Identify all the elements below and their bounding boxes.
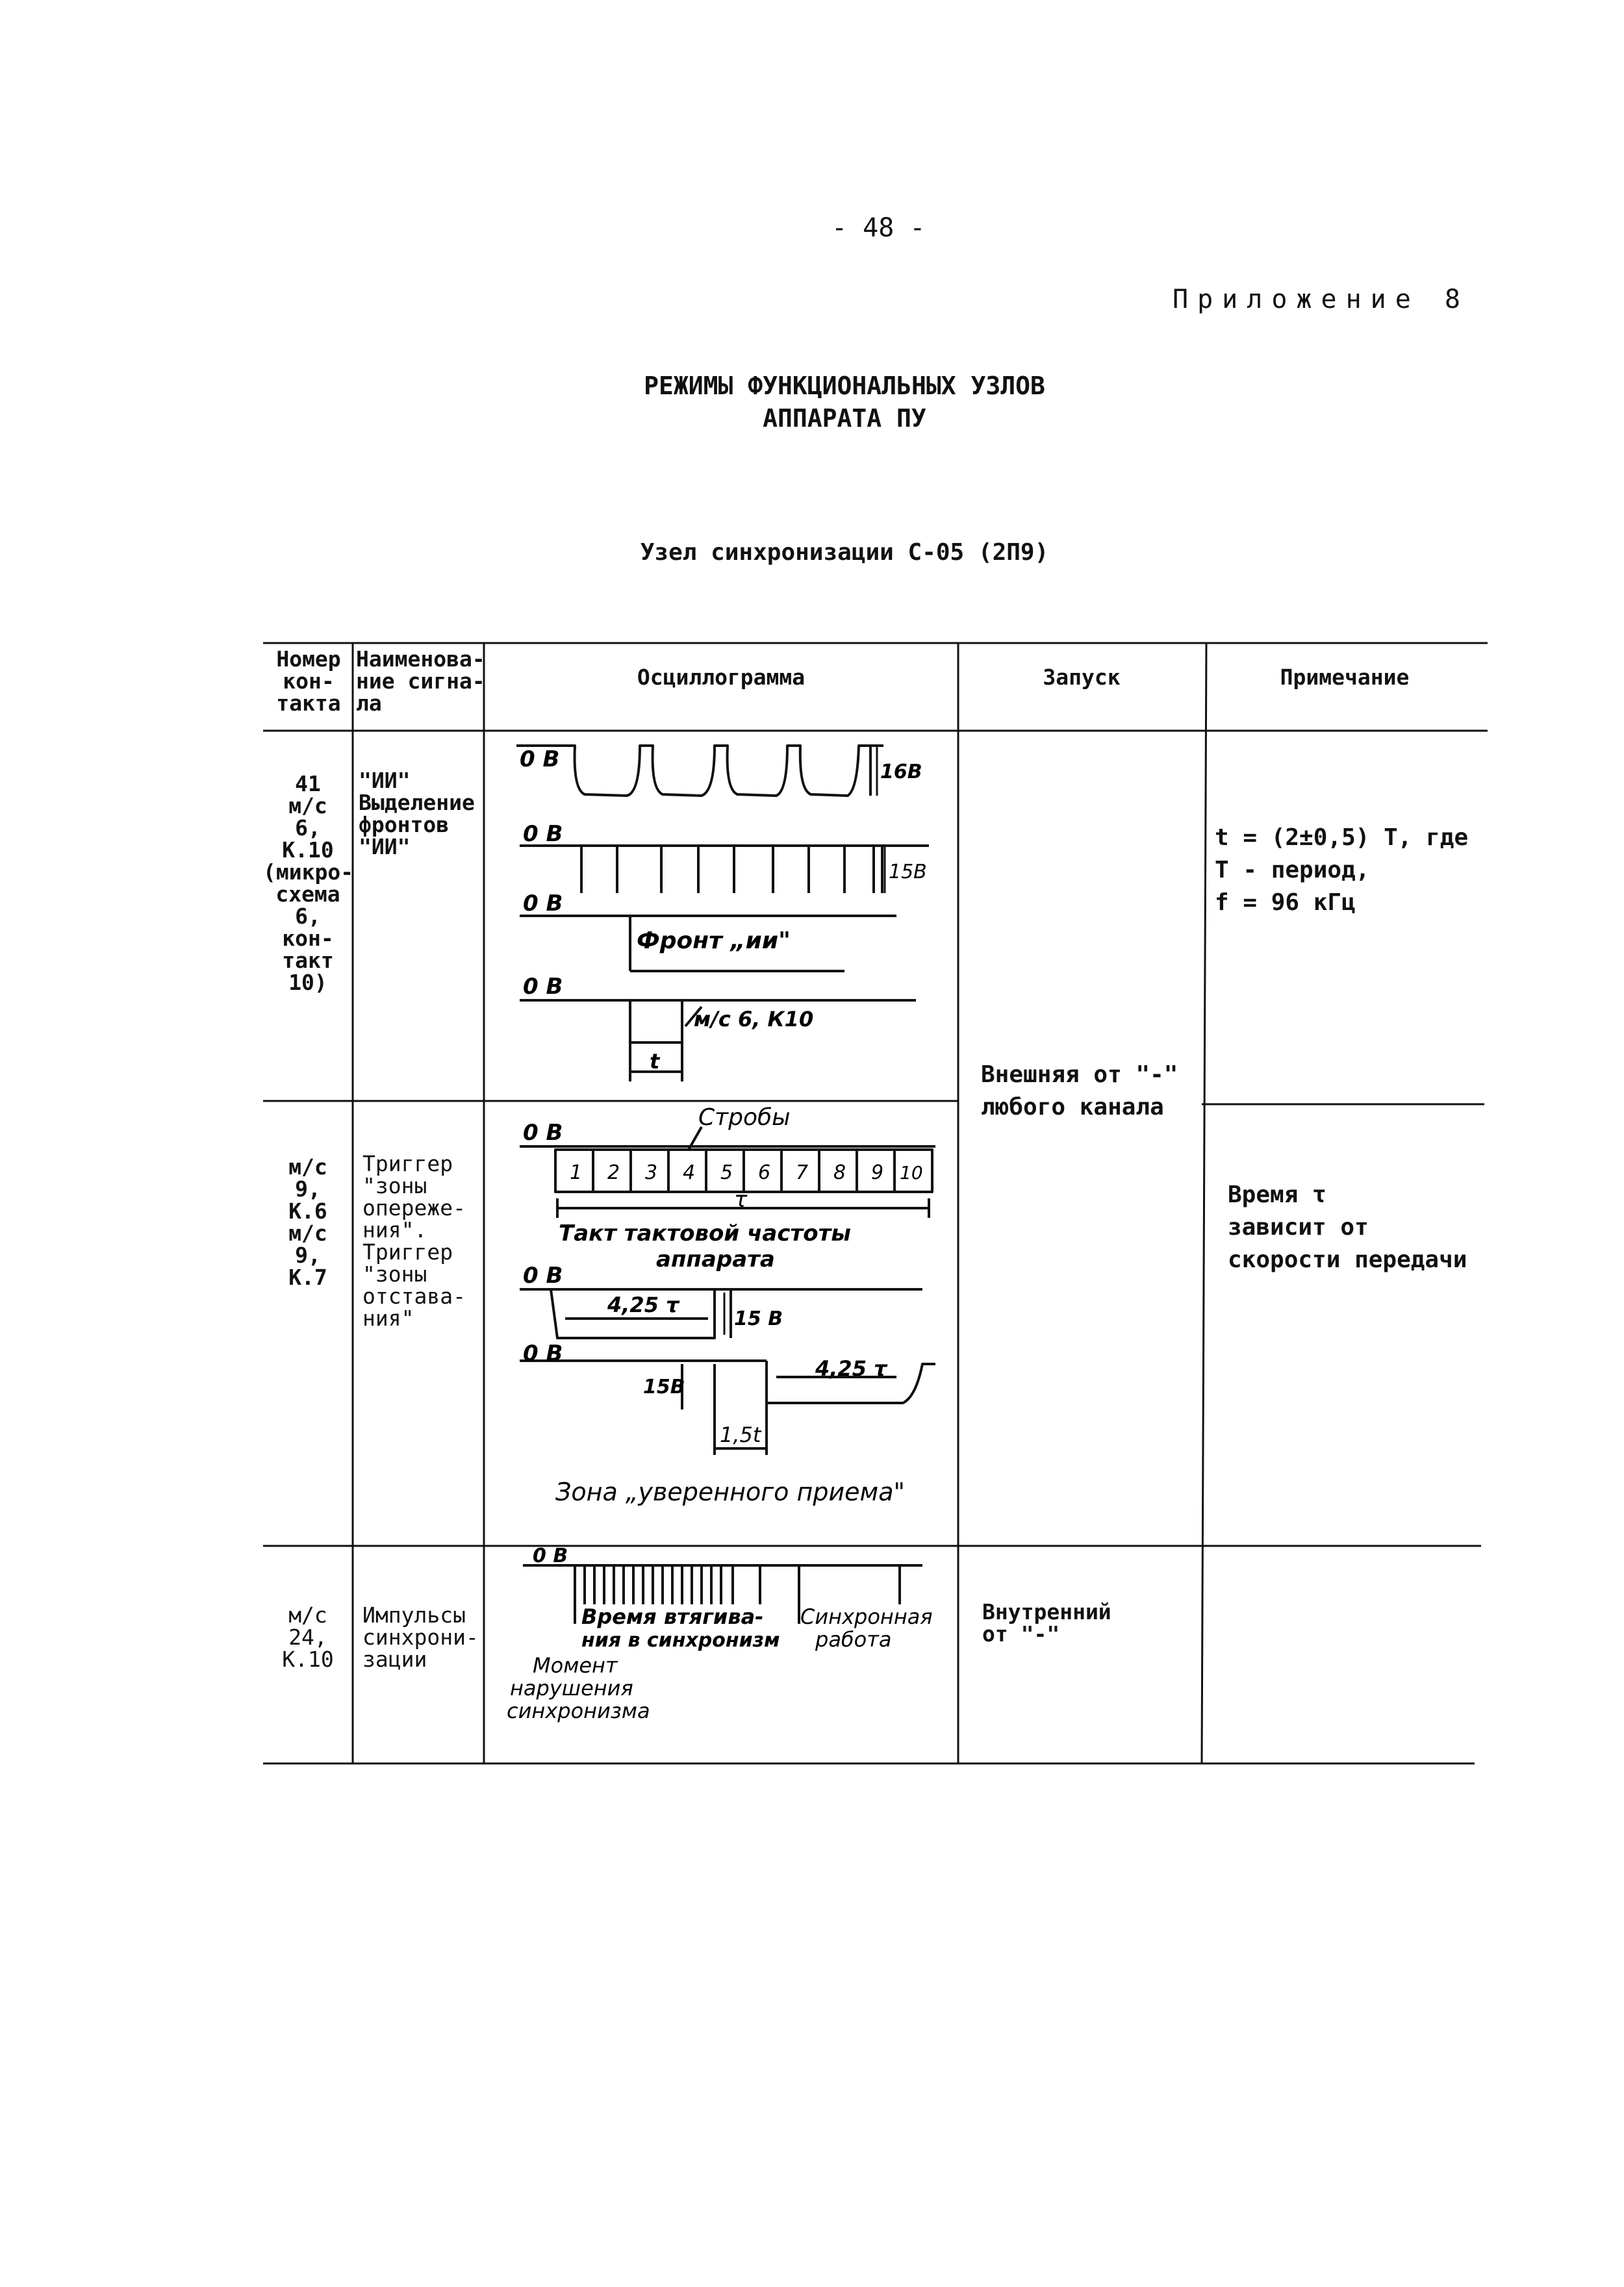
strobes-label: Стробы: [698, 1104, 791, 1131]
clock-label-2: аппарата: [656, 1246, 775, 1272]
osc1-zero-label: 0 В: [520, 746, 559, 772]
front-ii-label: Фронт „ии": [637, 928, 791, 954]
osc2c-zero-label: 0 В: [523, 1341, 563, 1367]
strobe-cell-9: 9: [871, 1161, 883, 1184]
header-contact: Номер кон- такта: [276, 646, 341, 716]
strobe-cell-8: 8: [833, 1161, 846, 1184]
osc2-zero-label: 0 В: [523, 1120, 563, 1146]
osc1-amp-16v: 16В: [880, 761, 922, 783]
t-label: t: [650, 1049, 661, 1074]
window-label: 1,5t: [720, 1422, 762, 1447]
osc3-zero-label: 0 В: [533, 1545, 568, 1567]
pull-in-label-2: ния в синхронизм: [581, 1629, 780, 1652]
zone-label: Зона „уверенного приема": [555, 1478, 905, 1506]
tau-label: τ: [734, 1187, 748, 1213]
document-title-line1: РЕЖИМЫ ФУНКЦИОНАЛЬНЫХ УЗЛОВ: [644, 372, 1045, 400]
strobe-cell-6: 6: [758, 1161, 770, 1184]
strobe-cell-2: 2: [607, 1161, 620, 1184]
amp-15v-lead: 15 В: [734, 1308, 783, 1330]
strobe-cell-4: 4: [683, 1161, 695, 1184]
row2-contact: м/с 9, К.6 м/с 9, К.7: [288, 1154, 327, 1290]
section-subtitle: Узел синхронизации С-05 (2П9): [640, 539, 1049, 566]
ms6-k10-label: м/с 6, К10: [694, 1007, 813, 1031]
osc1b-zero-label: 0 В: [523, 821, 563, 847]
row3-contact: м/с 24, К.10: [282, 1602, 334, 1672]
strobe-cell-10: 10: [900, 1162, 923, 1183]
clock-label-1: Такт тактовой частоты: [559, 1220, 851, 1246]
lag-width-label: 4,25 τ: [815, 1356, 888, 1381]
header-oscillogram: Осциллограмма: [637, 664, 806, 690]
strobe-cell-5: 5: [720, 1161, 733, 1184]
row3-signal: Импульсы синхрони- зации: [362, 1602, 479, 1672]
strobe-cell-7: 7: [796, 1161, 808, 1184]
osc1-amp-15v: 15В: [889, 861, 927, 883]
header-note: Примечание: [1280, 664, 1410, 690]
osc1c-zero-label: 0 В: [523, 891, 563, 916]
header-trigger: Запуск: [1043, 664, 1121, 690]
moment-label-3: синхронизма: [507, 1699, 650, 1723]
amp-15v-lag: 15В: [643, 1376, 685, 1398]
page-number: - 48 -: [831, 213, 926, 243]
osc1d-zero-label: 0 В: [523, 974, 563, 1000]
pull-in-label-1: Время втягива-: [581, 1604, 763, 1629]
row3-trigger: Внутренний от "-": [982, 1599, 1111, 1647]
strobe-cell-3: 3: [645, 1161, 657, 1184]
sync-label-1: Синхронная: [800, 1604, 933, 1629]
strobe-cell-1: 1: [570, 1161, 582, 1184]
document-title-line2: АППАРАТА ПУ: [763, 404, 926, 433]
row1-note: t = (2±0,5) Т, где Т - период, f = 96 кГ…: [1215, 824, 1469, 916]
row2-note: Время τ зависит от скорости передачи: [1228, 1181, 1467, 1273]
row1-contact: 41 м/с 6, К.10 (микро- схема 6, кон- так…: [263, 771, 354, 995]
trigger-external: Внешняя от "-" любого канала: [981, 1061, 1178, 1120]
lead-width-label: 4,25 τ: [607, 1293, 680, 1317]
row1-signal: "ИИ" Выделение фронтов "ИИ": [359, 768, 475, 859]
osc2b-zero-label: 0 В: [523, 1263, 563, 1289]
sync-label-2: работа: [815, 1627, 891, 1652]
moment-label-2: нарушения: [510, 1676, 633, 1700]
appendix-label: Приложение 8: [1173, 284, 1469, 314]
row2-signal: Триггер "зоны опереже- ния". Триггер "зо…: [362, 1151, 466, 1331]
header-signal: Наименова- ние сигна- ла: [356, 646, 485, 716]
moment-label-1: Момент: [533, 1653, 618, 1678]
